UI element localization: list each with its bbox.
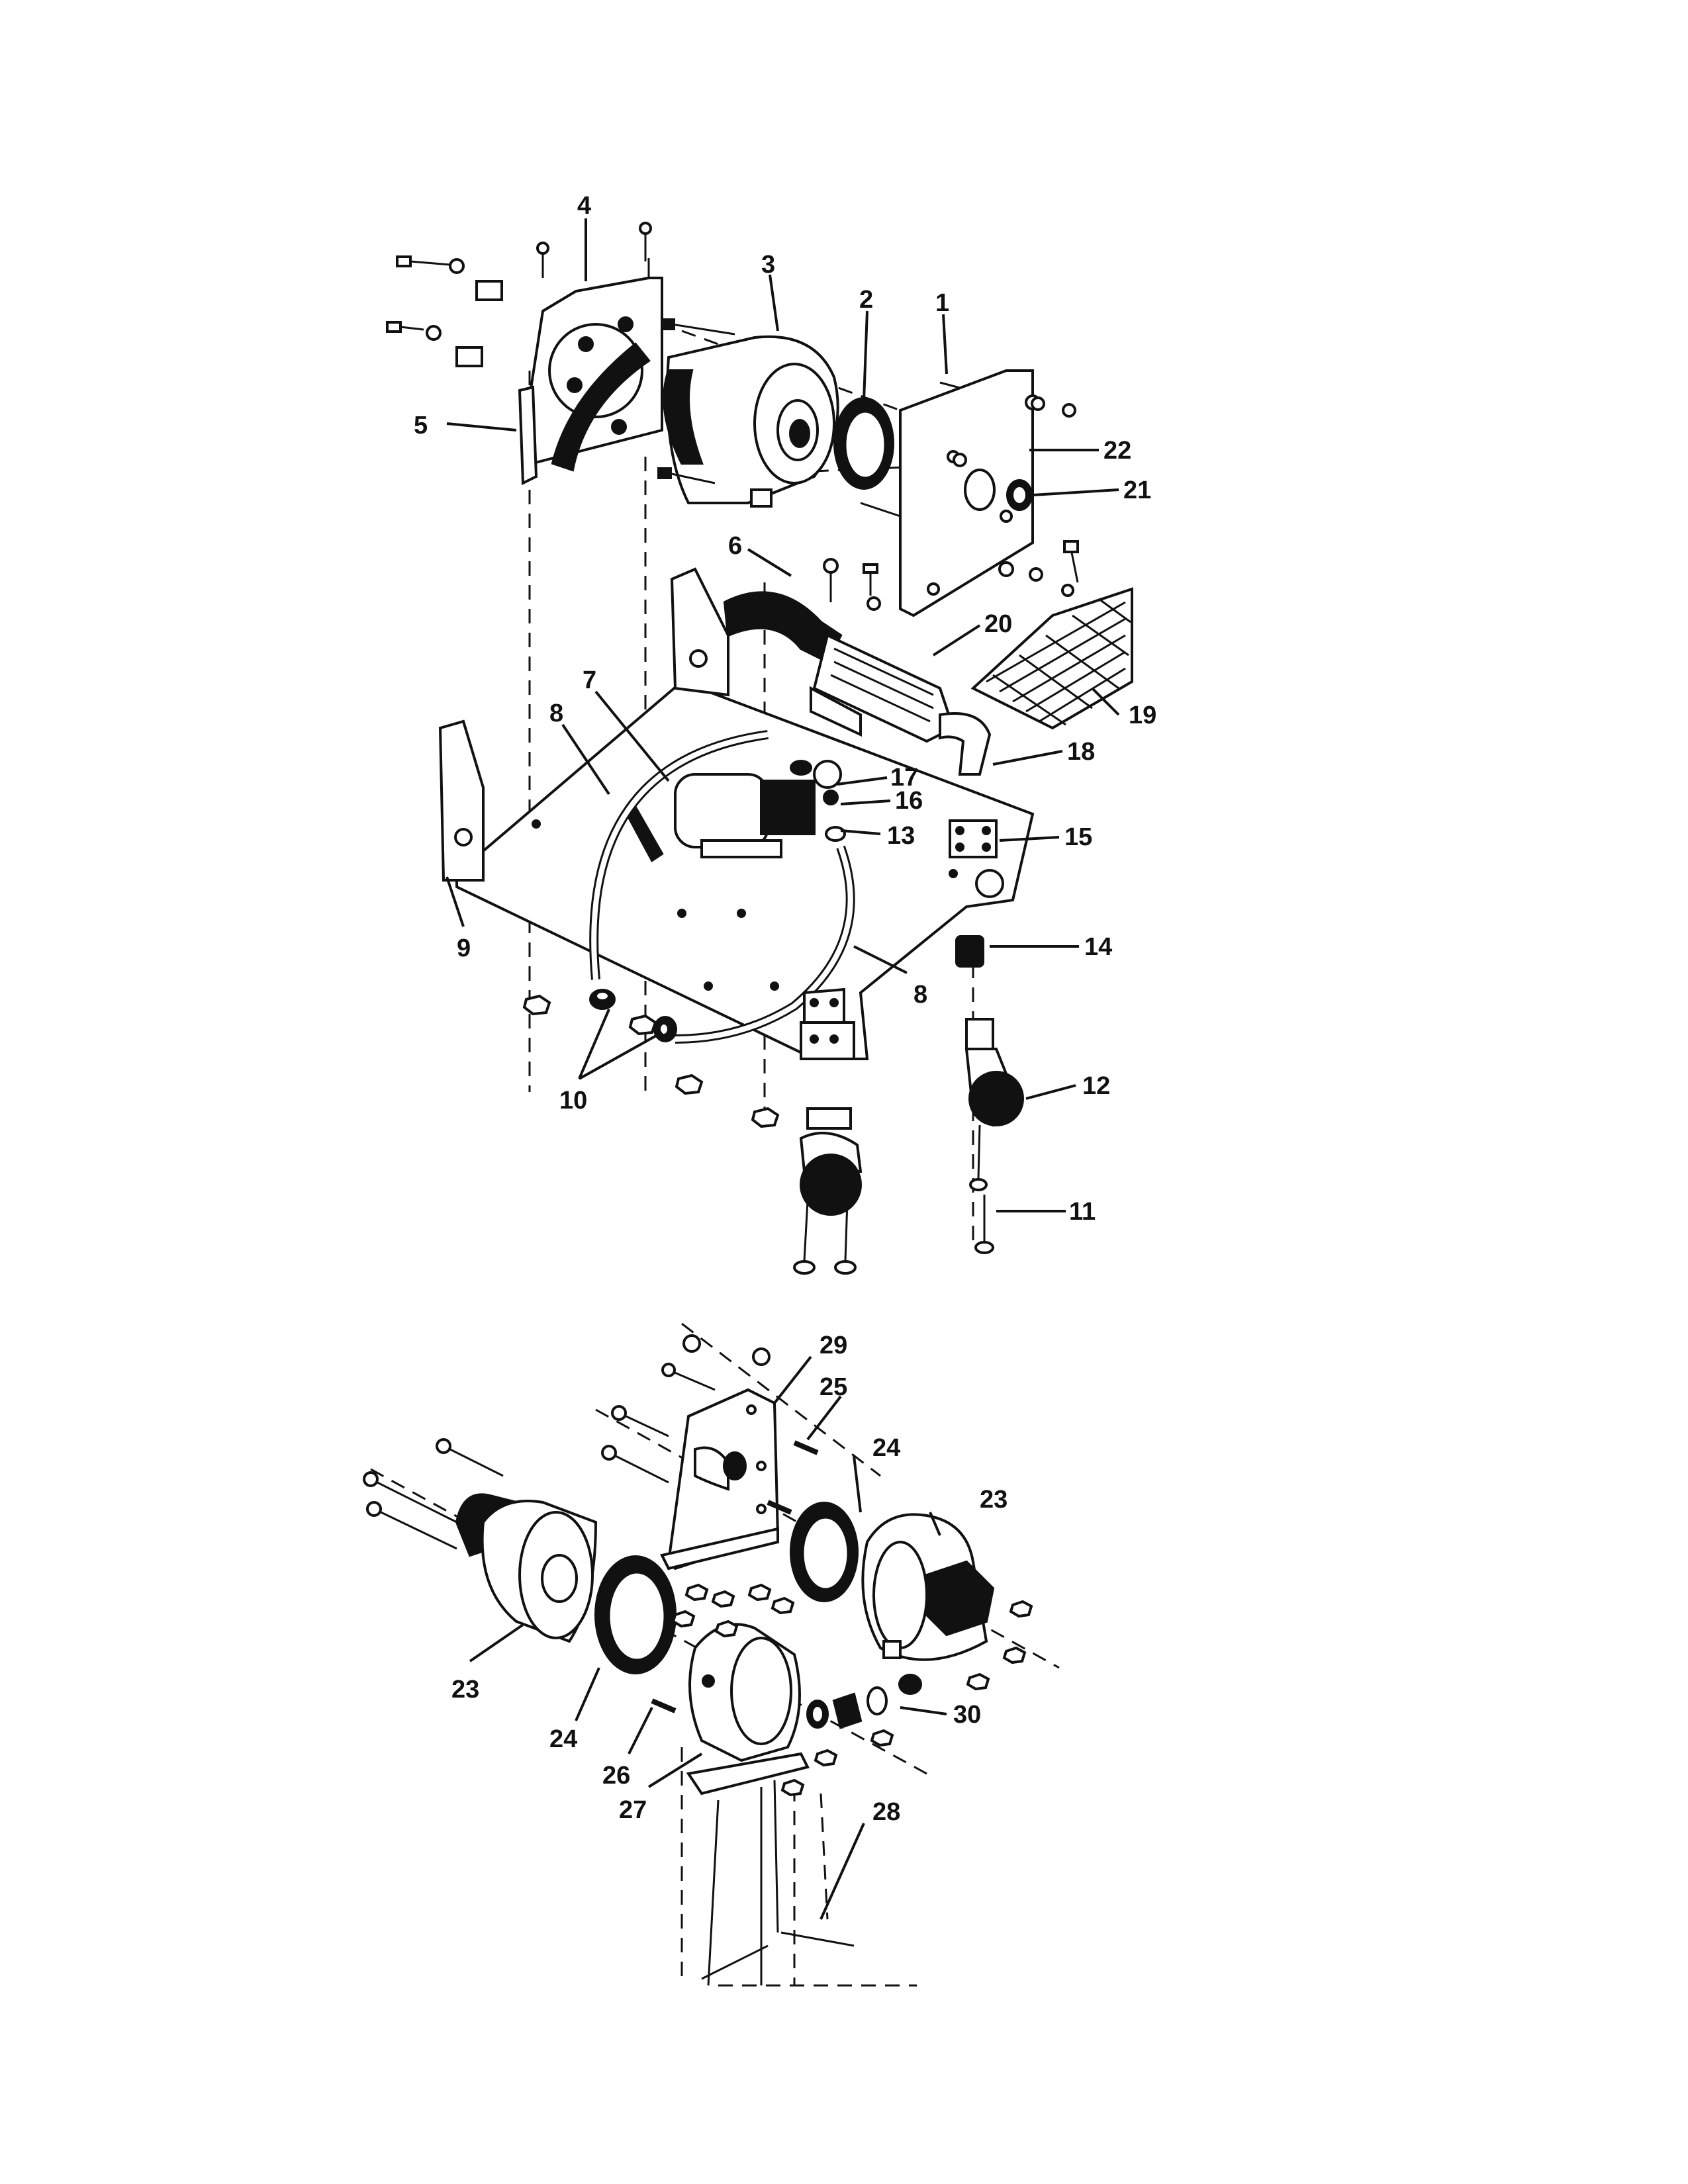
caster-wheel-front [799, 1132, 863, 1216]
callout-22: 22 [1103, 437, 1131, 465]
caster-plates-front [800, 987, 855, 1130]
callout-23-left: 23 [451, 1676, 479, 1704]
callout-8-upper: 8 [549, 700, 563, 727]
callout-10: 10 [559, 1087, 587, 1115]
grommet-right [1006, 479, 1033, 511]
nuts-center-lower [671, 1583, 1033, 1797]
bolts-lower [793, 1124, 994, 1275]
callout-14: 14 [1084, 933, 1112, 961]
callout-1: 1 [935, 289, 949, 317]
callout-6: 6 [728, 532, 742, 560]
pump-housing [686, 1623, 810, 1796]
bracket-foot [518, 385, 538, 486]
motor-lower-left [455, 1493, 598, 1643]
stand-legs [701, 1780, 855, 1986]
pins-lower [767, 1440, 819, 1515]
callout-5: 5 [414, 412, 428, 439]
nuts-lower-left [522, 989, 780, 1128]
flex-hose [723, 591, 843, 664]
elbow-fitting [939, 712, 992, 776]
callout-25: 25 [820, 1373, 847, 1401]
callout-8-lower: 8 [914, 981, 927, 1009]
gasket-ring-lower-right [790, 1502, 859, 1602]
callout-20: 20 [984, 610, 1012, 638]
callout-30: 30 [953, 1701, 981, 1729]
screen-mesh [970, 587, 1133, 730]
bracket-plate-left [528, 258, 663, 465]
callout-19: 19 [1129, 702, 1156, 729]
filter-canister [810, 633, 955, 743]
bracket-plate-lower [660, 1388, 780, 1570]
callout-24-left: 24 [549, 1725, 577, 1753]
callout-2: 2 [859, 286, 873, 314]
leader-lines [445, 218, 1120, 1920]
callout-28: 28 [872, 1798, 900, 1826]
hardware-upper-right [953, 396, 1079, 597]
callout-15: 15 [1064, 823, 1092, 851]
callout-4: 4 [577, 192, 591, 220]
callout-11: 11 [1069, 1198, 1096, 1226]
caster-wheel-right [964, 1018, 1024, 1127]
motor-lower-right [861, 1513, 995, 1661]
callout-labels: 1 2 3 4 5 6 7 8 8 9 10 11 12 13 14 15 16… [414, 192, 1156, 1826]
upper-assembly [386, 222, 1133, 1275]
callout-26: 26 [602, 1762, 630, 1790]
bolts-center-upper [823, 558, 881, 611]
coupling [955, 935, 984, 968]
long-bolts-upper [657, 318, 901, 518]
callout-13: 13 [887, 822, 915, 850]
callout-24-right: 24 [872, 1434, 900, 1462]
callout-17: 17 [890, 764, 918, 792]
callout-23-right: 23 [980, 1486, 1008, 1514]
caster-plate-right [949, 819, 998, 858]
gasket-ring-lower-left [594, 1555, 677, 1674]
small-fittings [790, 760, 846, 842]
tubing [589, 730, 855, 1044]
hardware-upper-left [386, 222, 652, 367]
callout-7: 7 [583, 666, 596, 694]
callout-29: 29 [820, 1332, 847, 1359]
fittings-lower [806, 1674, 922, 1729]
motor-housing-upper [663, 335, 839, 508]
callout-9: 9 [457, 934, 471, 962]
callout-12: 12 [1082, 1072, 1110, 1100]
lower-assembly [363, 1322, 1060, 1987]
pin-lower [651, 1698, 677, 1713]
long-bolts-lower [363, 1334, 771, 1550]
callout-3: 3 [761, 251, 775, 279]
hose-upper-left [551, 342, 651, 472]
callout-21: 21 [1123, 477, 1151, 504]
pin [939, 381, 961, 389]
inline-filter [627, 773, 816, 862]
callout-27: 27 [619, 1796, 647, 1824]
callout-16: 16 [895, 787, 923, 815]
callout-18: 18 [1067, 738, 1095, 766]
gasket-ring-upper [833, 397, 894, 490]
